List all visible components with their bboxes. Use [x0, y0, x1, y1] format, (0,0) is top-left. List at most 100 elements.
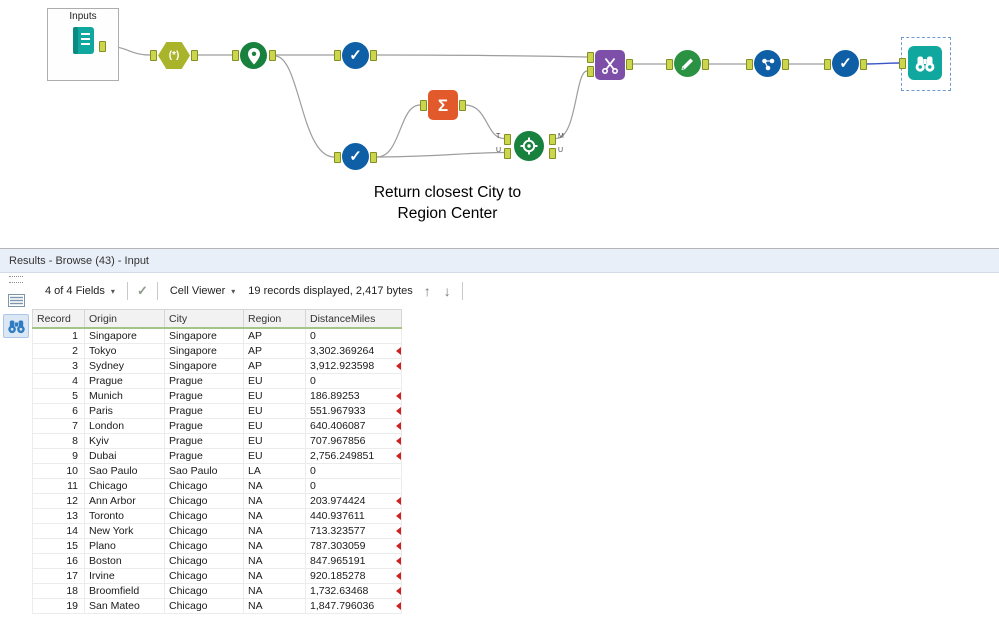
cell-distance[interactable]: 707.967856	[305, 433, 402, 449]
output-anchor[interactable]	[702, 59, 709, 70]
cell-city[interactable]: Singapore	[164, 343, 244, 359]
canvas-annotation[interactable]: Return closest City to Region Center	[373, 184, 522, 222]
cell-city[interactable]: Prague	[164, 388, 244, 404]
up-arrow-button[interactable]: ↑	[423, 283, 431, 299]
input-anchor[interactable]	[587, 52, 594, 63]
cell-region[interactable]: EU	[243, 388, 306, 404]
cell-city[interactable]: Chicago	[164, 478, 244, 494]
cell-origin[interactable]: Dubai	[84, 448, 165, 464]
cell-distance[interactable]: 640.406087	[305, 418, 402, 434]
input-anchor[interactable]	[150, 50, 157, 61]
connection-wire[interactable]	[274, 55, 335, 158]
browse-tool[interactable]	[908, 46, 942, 80]
cell-record[interactable]: 2	[32, 343, 85, 359]
output-anchor[interactable]	[626, 59, 633, 70]
column-header-region[interactable]: Region	[243, 309, 306, 329]
column-header-distance[interactable]: DistanceMiles	[305, 309, 402, 329]
cell-record[interactable]: 12	[32, 493, 85, 509]
cell-city[interactable]: Singapore	[164, 358, 244, 374]
output-anchor[interactable]	[782, 59, 789, 70]
drag-handle[interactable]	[9, 276, 23, 283]
cell-region[interactable]: AP	[243, 327, 306, 344]
apply-check-icon[interactable]: ✓	[136, 283, 148, 298]
output-anchor[interactable]	[370, 152, 377, 163]
cell-city[interactable]: Chicago	[164, 598, 244, 614]
browse-view-button[interactable]	[3, 314, 29, 338]
distance-tool[interactable]	[674, 50, 701, 77]
connection-wire[interactable]	[375, 54, 588, 58]
cell-origin[interactable]: Irvine	[84, 568, 165, 584]
cell-distance[interactable]: 203.974424	[305, 493, 402, 509]
output-anchor[interactable]	[191, 50, 198, 61]
cell-city[interactable]: Chicago	[164, 523, 244, 539]
cell-origin[interactable]: Sydney	[84, 358, 165, 374]
cell-distance[interactable]: 186.89253	[305, 388, 402, 404]
cell-city[interactable]: Chicago	[164, 583, 244, 599]
cell-distance[interactable]: 0	[305, 327, 402, 344]
connection-wire[interactable]	[376, 104, 421, 158]
create-points-tool[interactable]	[240, 42, 267, 69]
cell-distance[interactable]: 3,302.369264	[305, 343, 402, 359]
cell-distance[interactable]: 787.303059	[305, 538, 402, 554]
output-anchor[interactable]	[459, 100, 466, 111]
input-anchor[interactable]	[587, 66, 594, 77]
connection-wire-selected[interactable]	[865, 62, 900, 65]
cell-city[interactable]: Prague	[164, 433, 244, 449]
input-anchor[interactable]	[420, 100, 427, 111]
cell-region[interactable]: EU	[243, 418, 306, 434]
cell-origin[interactable]: Sao Paulo	[84, 463, 165, 479]
cell-city[interactable]: Prague	[164, 418, 244, 434]
cell-distance[interactable]: 847.965191	[305, 553, 402, 569]
cell-distance[interactable]: 1,732.63468	[305, 583, 402, 599]
cell-region[interactable]: NA	[243, 583, 306, 599]
workflow-canvas[interactable]: Inputs (*) ✓ ✓ Σ	[0, 0, 999, 248]
cell-origin[interactable]: Ann Arbor	[84, 493, 165, 509]
cell-record[interactable]: 11	[32, 478, 85, 494]
input-anchor[interactable]	[232, 50, 239, 61]
cell-region[interactable]: EU	[243, 448, 306, 464]
connection-wire[interactable]	[555, 70, 588, 140]
cell-record[interactable]: 4	[32, 373, 85, 389]
find-nearest-tool[interactable]	[514, 131, 544, 161]
cell-region[interactable]: NA	[243, 598, 306, 614]
input-anchor[interactable]	[334, 152, 341, 163]
cell-city[interactable]: Prague	[164, 403, 244, 419]
cell-viewer-dropdown[interactable]: Cell Viewer ▾	[167, 283, 238, 299]
cell-city[interactable]: Prague	[164, 373, 244, 389]
cell-city[interactable]: Chicago	[164, 553, 244, 569]
cell-region[interactable]: NA	[243, 508, 306, 524]
cell-record[interactable]: 3	[32, 358, 85, 374]
column-header-origin[interactable]: Origin	[84, 309, 165, 329]
cell-distance[interactable]: 0	[305, 373, 402, 389]
down-arrow-button[interactable]: ↓	[443, 283, 451, 299]
cell-origin[interactable]: Tokyo	[84, 343, 165, 359]
cell-city[interactable]: Singapore	[164, 327, 244, 344]
cell-distance[interactable]: 1,847.796036	[305, 598, 402, 614]
select-tool-top[interactable]: ✓	[342, 42, 369, 69]
cell-city[interactable]: Sao Paulo	[164, 463, 244, 479]
cell-region[interactable]: EU	[243, 433, 306, 449]
cell-region[interactable]: NA	[243, 493, 306, 509]
cell-record[interactable]: 19	[32, 598, 85, 614]
output-anchor[interactable]	[269, 50, 276, 61]
cell-origin[interactable]: Prague	[84, 373, 165, 389]
cell-record[interactable]: 14	[32, 523, 85, 539]
output-anchor[interactable]	[860, 59, 867, 70]
cell-record[interactable]: 6	[32, 403, 85, 419]
cell-region[interactable]: AP	[243, 343, 306, 359]
output-anchor-m[interactable]	[549, 134, 556, 145]
cell-record[interactable]: 16	[32, 553, 85, 569]
